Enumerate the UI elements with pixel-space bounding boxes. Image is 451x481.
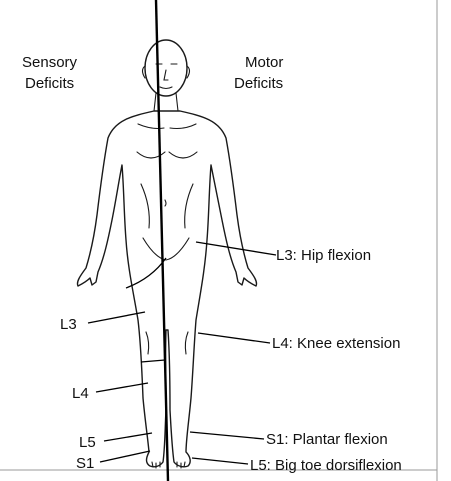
motor-l4-label: L4: Knee extension: [272, 335, 400, 352]
sensory-l4-label: L4: [72, 385, 89, 402]
head: [145, 40, 187, 96]
motor-l5-leader: [192, 458, 248, 464]
sensory-s1-label: S1: [76, 455, 94, 472]
sensory-l5-label: L5: [79, 434, 96, 451]
motor-heading-line2: Deficits: [234, 75, 283, 92]
sensory-l5-leader: [104, 433, 152, 441]
sensory-s1-leader: [100, 451, 150, 462]
motor-heading-line1: Motor: [245, 54, 283, 71]
sensory-l3-label: L3: [60, 316, 77, 333]
motor-s1-label: S1: Plantar flexion: [266, 431, 388, 448]
motor-s1-leader: [190, 432, 264, 439]
sensory-l3-leader: [88, 312, 145, 323]
motor-l5-label: L5: Big toe dorsiflexion: [250, 457, 402, 474]
motor-l3-label: L3: Hip flexion: [276, 247, 371, 264]
sensory-l4-leader: [96, 383, 148, 392]
motor-l4-leader: [198, 333, 270, 343]
sensory-heading-line2: Deficits: [25, 75, 74, 92]
sensory-heading-line1: Sensory: [22, 54, 78, 71]
